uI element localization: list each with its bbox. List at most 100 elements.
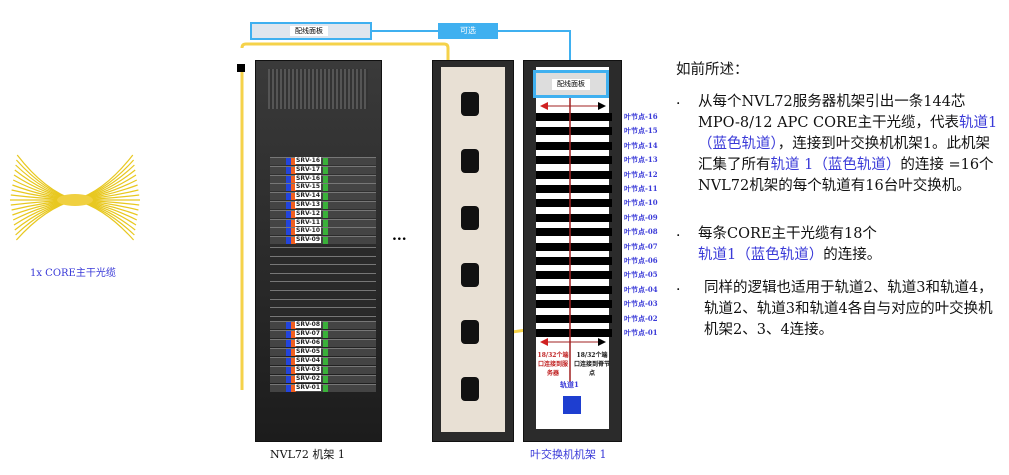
leaf-node-label: 叶节点-13 bbox=[624, 155, 658, 165]
leaf-node-label: 叶节点-05 bbox=[624, 270, 658, 280]
leaf-patch-panel-label: 配线面板 bbox=[552, 79, 590, 90]
bullet: · bbox=[676, 282, 681, 298]
server-slot bbox=[270, 218, 376, 227]
device-icon bbox=[461, 263, 479, 287]
leaf-node-label: 叶节点-04 bbox=[624, 284, 658, 294]
server-label: SRV-12 bbox=[295, 209, 321, 217]
intro-text: 如前所述： bbox=[676, 62, 749, 78]
leaf-switch bbox=[536, 300, 612, 309]
empty-slot bbox=[270, 315, 376, 324]
bullet-3: 同样的逻辑也适用于轨道2、轨道3和轨道4，轨道2、轨道3和轨道4各自与对应的叶交… bbox=[704, 280, 993, 338]
leaf-patch-panel: 配线面板 bbox=[533, 70, 609, 98]
bullet-2: 每条CORE主干光缆有18个轨道1（蓝色轨道）的连接。 bbox=[698, 226, 882, 263]
bullet: · bbox=[676, 228, 681, 244]
server-label: SRV-11 bbox=[295, 218, 321, 226]
core-trunk-cable-image bbox=[0, 150, 150, 250]
server-label: SRV-17 bbox=[295, 165, 321, 173]
server-slot bbox=[270, 339, 376, 347]
device-icon bbox=[461, 149, 479, 173]
server-label: SRV-09 bbox=[295, 236, 321, 244]
bullet-1: 从每个NVL72服务器机架引出一条144芯MPO-8/12 APC CORE主干… bbox=[698, 94, 998, 194]
empty-slot bbox=[270, 290, 376, 298]
device-icon bbox=[461, 92, 479, 116]
server-slot bbox=[270, 192, 376, 201]
server-label: SRV-05 bbox=[295, 348, 321, 355]
empty-slot bbox=[270, 298, 376, 307]
leaf-switch bbox=[536, 213, 612, 222]
empty-slot bbox=[270, 272, 376, 281]
leaf-switch bbox=[536, 185, 612, 193]
server-slot bbox=[270, 227, 376, 236]
leaf-node-label: 叶节点-07 bbox=[624, 241, 658, 251]
server-slot bbox=[270, 209, 376, 218]
server-slot bbox=[270, 165, 376, 174]
optional-label: 可选 bbox=[438, 23, 498, 39]
bullet: · bbox=[676, 96, 681, 112]
server-label: SRV-10 bbox=[295, 227, 321, 235]
server-slot bbox=[270, 366, 376, 374]
empty-slot bbox=[270, 281, 376, 290]
leaf-switch bbox=[536, 127, 612, 136]
patch-panel-top: 配线面板 bbox=[250, 22, 372, 40]
leaf-node-label: 叶节点-06 bbox=[624, 256, 658, 265]
server-slot bbox=[270, 174, 376, 183]
rail-label: 轨道1 bbox=[560, 380, 579, 389]
empty-slot bbox=[270, 307, 376, 316]
patch-panel-label: 配线面板 bbox=[290, 26, 328, 36]
server-slot bbox=[270, 236, 376, 245]
leaf-node-label: 叶节点-09 bbox=[624, 212, 658, 222]
leaf-switch bbox=[536, 170, 612, 179]
server-label: SRV-15 bbox=[295, 183, 321, 191]
server-label: SRV-02 bbox=[295, 375, 321, 382]
leaf-switch bbox=[536, 141, 612, 150]
leaf-node-label: 叶节点-12 bbox=[624, 169, 658, 179]
leaf-switch bbox=[536, 228, 612, 237]
empty-slot bbox=[270, 255, 376, 264]
server-label: SRV-01 bbox=[295, 384, 321, 391]
server-slot bbox=[270, 348, 376, 356]
server-label: SRV-16 bbox=[295, 157, 321, 164]
leaf-switch bbox=[536, 329, 612, 337]
leaf-node-label: 叶节点-01 bbox=[624, 328, 658, 337]
leaf-switch bbox=[536, 314, 612, 323]
leaf-switch bbox=[536, 285, 612, 294]
leaf-node-label: 叶节点-14 bbox=[624, 140, 658, 150]
device-icon bbox=[461, 377, 479, 401]
server-ports-note: 18/32个端口连接到服务器 bbox=[537, 352, 569, 377]
spine-ports-note: 18/32个端口连接到脊节点 bbox=[574, 352, 611, 377]
leaf-switch bbox=[536, 257, 612, 265]
server-label: SRV-08 bbox=[295, 321, 321, 328]
device-icon bbox=[461, 320, 479, 344]
server-label: SRV-04 bbox=[295, 357, 321, 364]
device-icon bbox=[461, 206, 479, 230]
server-slot bbox=[270, 357, 376, 365]
leaf-node-label: 叶节点-10 bbox=[624, 198, 658, 208]
leaf-switch bbox=[536, 242, 612, 251]
leaf-node-label: 叶节点-16 bbox=[624, 112, 658, 121]
server-label: SRV-03 bbox=[295, 366, 321, 373]
server-label: SRV-06 bbox=[295, 339, 321, 346]
leaf-node-label: 叶节点-15 bbox=[624, 126, 658, 136]
cable-label: 1x CORE主干光缆 bbox=[30, 268, 116, 279]
server-slot bbox=[270, 384, 376, 392]
server-label: SRV-13 bbox=[295, 201, 321, 208]
server-label: SRV-14 bbox=[295, 192, 321, 200]
server-label: SRV-07 bbox=[295, 330, 321, 337]
server-rack-label: NVL72 机架 1 bbox=[270, 448, 345, 461]
ellipsis: ... bbox=[392, 228, 407, 244]
leaf-switch bbox=[536, 156, 612, 165]
server-slot bbox=[270, 375, 376, 383]
rail-color-marker bbox=[563, 396, 581, 414]
leaf-switch bbox=[536, 199, 612, 208]
server-slot bbox=[270, 201, 376, 209]
leaf-rack-label: 叶交换机机架 1 bbox=[530, 448, 607, 461]
leaf-switch bbox=[536, 113, 612, 121]
leaf-switch bbox=[536, 271, 612, 280]
server-slot bbox=[270, 330, 376, 338]
empty-slot bbox=[270, 264, 376, 273]
server-slot bbox=[270, 157, 376, 165]
leaf-node-label: 叶节点-03 bbox=[624, 299, 658, 309]
server-label: SRV-16 bbox=[295, 174, 321, 182]
leaf-node-label: 叶节点-08 bbox=[624, 227, 658, 237]
